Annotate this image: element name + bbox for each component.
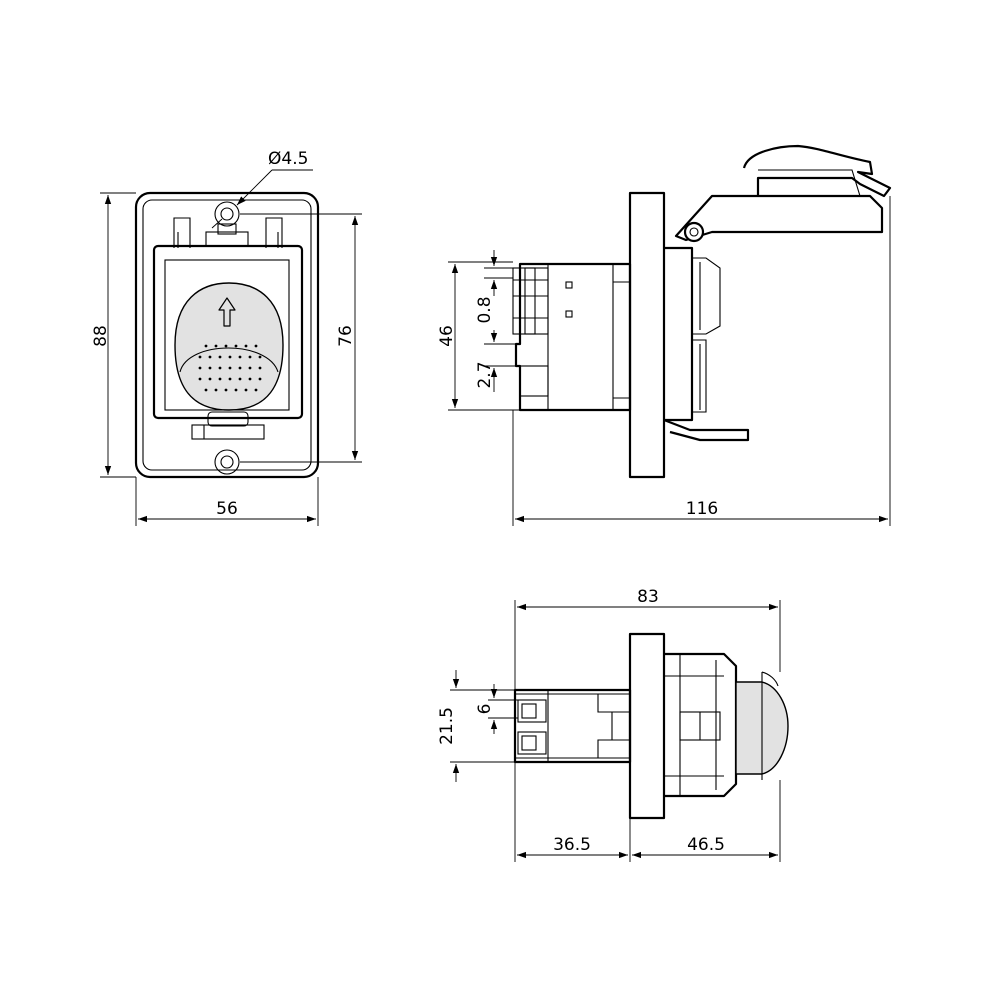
cover-latch (191, 424, 265, 440)
mounting-hole-bottom (214, 449, 240, 475)
terminal-upper (512, 267, 549, 335)
vent-dot (208, 366, 212, 370)
dim-88-label: 88 (91, 325, 111, 347)
dim-21.5-label: 21.5 (437, 707, 457, 745)
vent-dot (224, 388, 228, 392)
vent-dot (258, 366, 262, 370)
vent-dot (238, 366, 242, 370)
vent-dot (248, 377, 252, 381)
side-hinge-pin (683, 221, 705, 243)
top-terminal-b (517, 731, 547, 755)
vent-dot (218, 355, 222, 359)
dim-76-label: 76 (336, 325, 356, 347)
cap-vent-dots (198, 344, 262, 392)
vent-dot (228, 366, 232, 370)
front-plate-outline (134, 191, 320, 479)
mounting-hole-top (214, 201, 240, 227)
terminal-lower (519, 365, 549, 397)
vent-dot (208, 355, 212, 359)
cover-frame (152, 244, 304, 420)
top-view: 83 21.5 6 36.5 46.5 (437, 587, 789, 862)
dim-36.5-label: 36.5 (553, 835, 591, 855)
vent-dot (228, 377, 232, 381)
side-lid-cap (742, 144, 892, 198)
vent-dot (204, 344, 208, 348)
dim-56-label: 56 (216, 499, 238, 519)
side-view: 46 0.8 2.7 116 (437, 144, 892, 526)
dim-2.7-label: 2.7 (475, 361, 495, 388)
dim-116-label: 116 (686, 499, 718, 519)
arrow-up-icon (218, 297, 236, 327)
vent-dot (218, 377, 222, 381)
vent-dot (234, 344, 238, 348)
vent-dot (228, 355, 232, 359)
dim-6-label: 6 (475, 704, 495, 715)
side-open-lid (674, 194, 884, 242)
vent-dot (198, 377, 202, 381)
cap (174, 282, 284, 411)
front-view: 88 76 56 Ø4.5 (91, 149, 362, 526)
vent-dot (258, 377, 262, 381)
top-flange (628, 632, 666, 820)
cap-ridge (179, 347, 279, 373)
vent-dot (198, 355, 202, 359)
dim-diameter-label: Ø4.5 (268, 149, 308, 169)
side-flange (628, 191, 666, 479)
vent-dot (204, 388, 208, 392)
vent-dot (234, 388, 238, 392)
vent-dot (214, 344, 218, 348)
hinge-tab-right (265, 217, 283, 248)
dim-46-label: 46 (437, 325, 457, 347)
vent-dot (244, 344, 248, 348)
vent-dot (208, 377, 212, 381)
vent-dot (224, 344, 228, 348)
dim-46.5-label: 46.5 (687, 835, 725, 855)
top-rear-body (513, 688, 632, 764)
hinge-tab-left (173, 217, 191, 248)
side-front-body (664, 246, 694, 422)
vent-dot (238, 355, 242, 359)
vent-dot (254, 388, 258, 392)
vent-dot (248, 366, 252, 370)
vent-dot (214, 388, 218, 392)
side-latch (663, 418, 750, 442)
front-plate-inner (142, 199, 312, 471)
vent-dot (254, 344, 258, 348)
top-terminal-a (517, 699, 547, 723)
dim-83-label: 83 (637, 587, 659, 607)
dim-0.8-label: 0.8 (475, 296, 495, 323)
vent-dot (248, 355, 252, 359)
vent-dot (244, 388, 248, 392)
vent-dot (238, 377, 242, 381)
vent-dot (218, 366, 222, 370)
vent-dot (198, 366, 202, 370)
vent-dot (258, 355, 262, 359)
